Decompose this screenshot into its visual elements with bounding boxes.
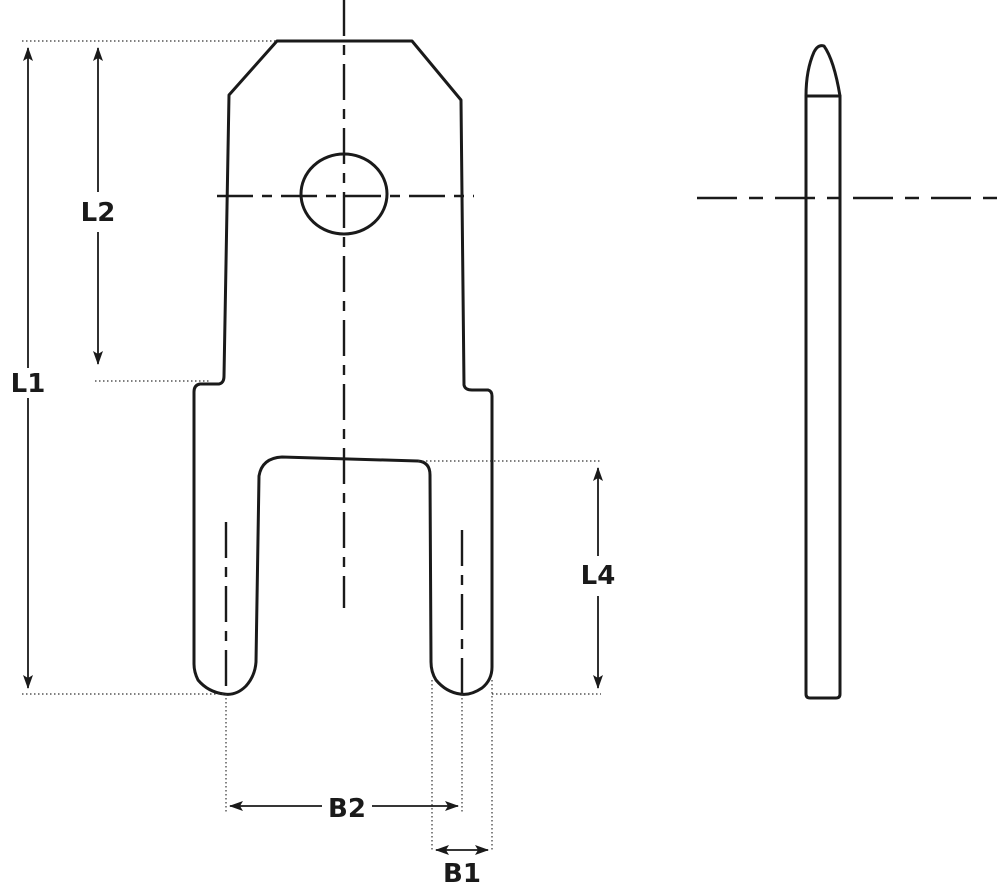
front-view — [192, 0, 494, 696]
side-profile-outline — [804, 44, 842, 700]
dimension-b1: B1 — [435, 845, 489, 889]
extension-lines — [22, 40, 601, 850]
label-b1: B1 — [443, 859, 481, 889]
dimension-b2: B2 — [229, 794, 459, 824]
dimension-l2: L2 — [81, 47, 116, 365]
label-l1: L1 — [11, 369, 46, 399]
label-l4: L4 — [581, 561, 616, 591]
dimension-l1: L1 — [11, 47, 46, 689]
side-view — [697, 44, 998, 700]
label-b2: B2 — [328, 794, 366, 824]
dimension-l4: L4 — [581, 467, 616, 689]
label-l2: L2 — [81, 198, 116, 228]
